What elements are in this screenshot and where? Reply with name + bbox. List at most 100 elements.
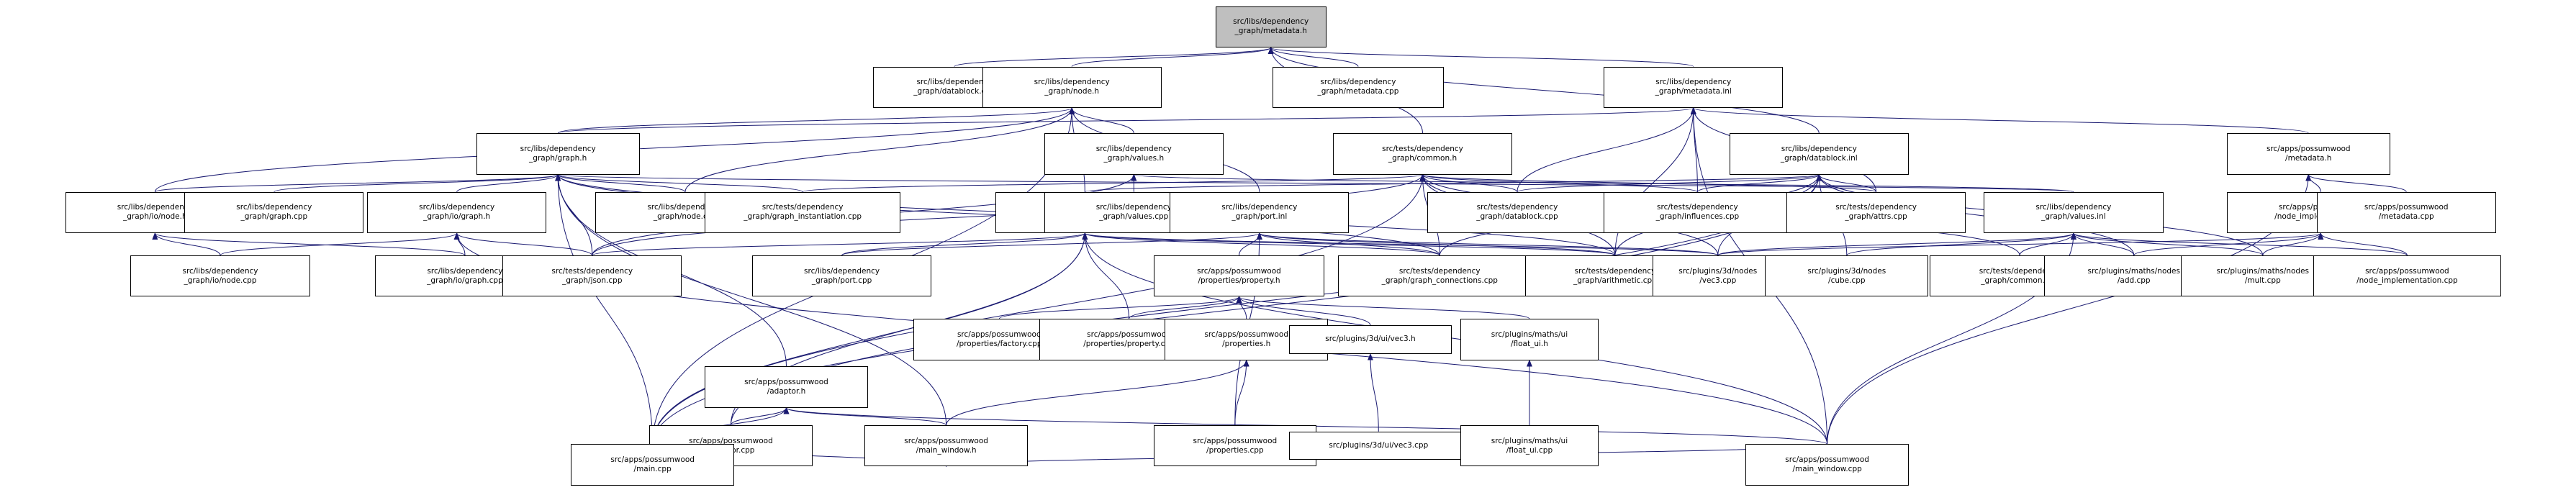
edge-port-inl-to-graph-connections [1256,232,1440,256]
node-label-line: _graph/values.cpp [1099,212,1169,222]
node-label-line: src/libs/dependency [1095,144,1172,153]
node-label-line: _graph/io/graph.h [423,212,491,222]
node-main-window-h[interactable]: src/apps/possumwood/main_window.h [864,424,1028,467]
node-label-line: src/apps/possumwood [1193,436,1278,445]
node-label-line: src/plugins/maths/nodes [2087,266,2180,276]
edge-apps-metadata-h-to-node-implementation-h [2305,173,2321,192]
edge-io-graph-h-to-io-node-cpp [220,232,460,256]
edge-metadata-h-to-node-h [1071,47,1274,68]
node-apps-metadata-h[interactable]: src/apps/possumwood/metadata.h [2226,133,2390,175]
node-label-line: src/libs/dependency [427,266,503,276]
edge-metadata-inl-to-arithmetic-cpp [1614,106,1696,256]
node-metadata-h[interactable]: src/libs/dependency_graph/metadata.h [1215,6,1327,48]
edge-metadata-h-to-metadata-inl [1268,47,1694,68]
node-label-line: src/tests/dependency [1835,203,1917,212]
node-label-line: _graph/values.h [1103,153,1165,163]
node-main-window-cpp[interactable]: src/apps/possumwood/main_window.cpp [1745,444,1909,486]
node-label-line: src/apps/possumwood [610,455,695,465]
edge-node-implementation-h-to-vec3-cpp [1717,232,2323,256]
edge-graph-h-to-graph-instantiation [555,173,803,193]
edge-datablock-inl-to-tests-datablock [1517,173,1822,193]
node-label-line: src/libs/dependency [2035,203,2112,212]
node-label-line: src/apps/possumwood [2364,203,2449,212]
node-float-ui-h[interactable]: src/plugins/maths/ui/float_ui.h [1460,319,1599,360]
node-node-h[interactable]: src/libs/dependency_graph/node.h [982,66,1162,108]
edge-apps-metadata-h-to-apps-metadata-cpp [2305,173,2407,193]
edge-graph-h-to-io-node-h [154,173,561,193]
node-label-line: /vec3.cpp [1699,276,1737,285]
node-label-line: _graph/io/node.h [123,212,187,222]
node-port-cpp[interactable]: src/libs/dependency_graph/port.cpp [751,255,932,297]
node-label-line: src/tests/dependency [1574,266,1656,276]
node-label-line: /properties/factory.cpp [957,339,1042,348]
node-label-line: /cube.cpp [1828,276,1866,285]
node-values-inl[interactable]: src/libs/dependency_graph/values.inl [1984,191,2164,234]
node-tests-influences[interactable]: src/tests/dependency_graph/influences.cp… [1604,191,1791,234]
node-port-inl[interactable]: src/libs/dependency_graph/port.inl [1170,191,1350,234]
node-label-line: /metadata.h [2285,153,2332,163]
node-graph-cpp[interactable]: src/libs/dependency_graph/graph.cpp [184,191,364,234]
edge-port-inl-to-vec3-cpp [1257,232,1719,256]
node-label-line: src/tests/dependency [1657,203,1738,212]
node-label-line: src/libs/dependency [182,266,258,276]
node-label-line: _graph/json.cpp [562,276,623,285]
node-tests-attrs[interactable]: src/tests/dependency_graph/attrs.cpp [1786,191,1966,234]
node-label-line: _graph/graph.h [529,153,587,163]
node-main-cpp[interactable]: src/apps/possumwood/main.cpp [571,444,734,486]
node-float-ui-cpp[interactable]: src/plugins/maths/ui/float_ui.cpp [1460,424,1599,467]
node-metadata-inl[interactable]: src/libs/dependency_graph/metadata.inl [1604,66,1784,108]
node-ui-vec3-cpp[interactable]: src/plugins/3d/ui/vec3.cpp [1288,431,1468,460]
edge-datablock-inl-to-node-inl [1084,173,1822,193]
node-label-line: /metadata.cpp [2378,212,2434,222]
node-vec3-cpp[interactable]: src/plugins/3d/nodes/vec3.cpp [1653,255,1784,297]
node-label-line: src/libs/dependency [1095,203,1172,212]
node-tests-datablock[interactable]: src/tests/dependency_graph/datablock.cpp [1427,191,1607,234]
edge-ui-vec3-h-to-ui-vec3-cpp [1367,353,1379,432]
edge-node-implementation-h-to-node-implementation-cpp [2318,232,2408,256]
node-adaptor-h[interactable]: src/apps/possumwood/adaptor.h [705,366,868,408]
node-apps-metadata-cpp[interactable]: src/apps/possumwood/metadata.cpp [2316,191,2496,234]
edge-property-h-to-properties-h [1236,296,1247,319]
node-label-line: src/apps/possumwood [1785,455,1869,465]
node-values-h[interactable]: src/libs/dependency_graph/values.h [1044,133,1224,175]
node-node-implementation-cpp[interactable]: src/apps/possumwood/node_implementation.… [2313,255,2501,297]
node-label-line: src/tests/dependency [551,266,633,276]
node-label-line: src/libs/dependency [1233,17,1309,27]
node-property-h[interactable]: src/apps/possumwood/properties/property.… [1153,255,1325,297]
node-graph-connections[interactable]: src/tests/dependency_graph/graph_connect… [1337,255,1542,297]
edge-values-inl-to-cube-cpp [1846,232,2076,256]
node-label-line: _graph/datablock.inl [1780,153,1858,163]
edge-node-h-to-graph-h [557,106,1075,134]
node-label-line: src/libs/dependency [419,203,495,212]
edge-datablock-inl-to-tests-influences [1696,173,1822,193]
node-label-line: _graph/values.inl [2041,212,2106,222]
node-cube-cpp[interactable]: src/plugins/3d/nodes/cube.cpp [1765,255,1929,297]
node-label-line: _graph/datablock.cpp [913,87,995,96]
edge-metadata-h-to-metadata-cpp [1267,47,1359,67]
node-label-line: src/tests/dependency [1979,266,2061,276]
node-datablock-inl[interactable]: src/libs/dependency_graph/datablock.inl [1729,133,1909,175]
node-label-line: _graph/graph_instantiation.cpp [744,212,862,222]
edge-adaptor-h-to-main-window-h [783,407,947,426]
edge-node-h-to-node-cpp [684,106,1075,192]
node-label-line: src/plugins/3d/nodes [1807,266,1886,276]
edge-node-inl-to-port-cpp [841,232,1088,256]
edge-graph-h-to-io-graph-h [456,173,561,193]
node-tests-common-h[interactable]: src/tests/dependency_graph/common.h [1332,133,1513,175]
node-io-graph-h[interactable]: src/libs/dependency_graph/io/graph.h [366,191,547,234]
node-metadata-cpp[interactable]: src/libs/dependency_graph/metadata.cpp [1272,66,1444,108]
node-label-line: _graph/influences.cpp [1655,212,1740,222]
node-label-line: _graph/arithmetic.cpp [1573,276,1657,285]
node-io-node-cpp[interactable]: src/libs/dependency_graph/io/node.cpp [130,255,310,297]
node-graph-h[interactable]: src/libs/dependency_graph/graph.h [476,133,640,175]
node-tests-json[interactable]: src/tests/dependency_graph/json.cpp [502,255,682,297]
node-label-line: _graph/port.cpp [811,276,872,285]
node-label-line: src/tests/dependency [1476,203,1558,212]
node-label-line: _graph/metadata.h [1234,27,1307,36]
node-label-line: src/plugins/maths/ui [1491,436,1568,445]
node-label-line: _graph/attrs.cpp [1845,212,1907,222]
edge-properties-h-to-main-window-h [946,359,1249,426]
node-ui-vec3-h[interactable]: src/plugins/3d/ui/vec3.h [1288,325,1452,354]
edge-node-inl-to-vec3-cpp [1082,232,1719,256]
node-graph-instantiation[interactable]: src/tests/dependency_graph/graph_instant… [705,191,901,234]
